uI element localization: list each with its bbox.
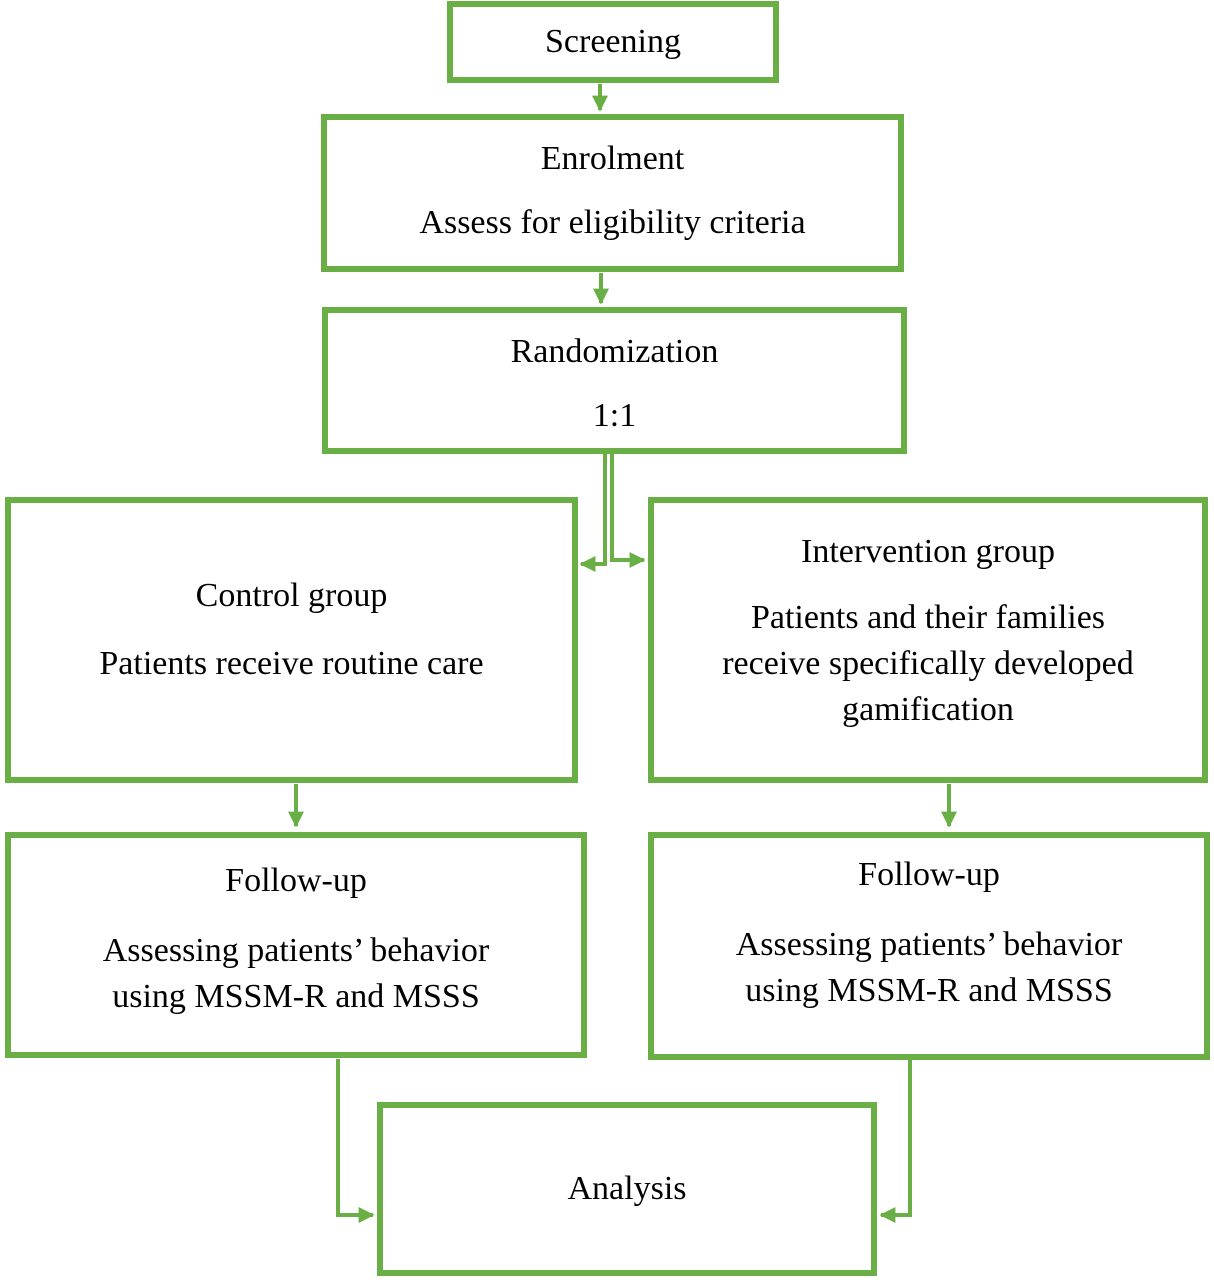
randomization-ratio: 1:1 (592, 397, 637, 434)
control-group-box: Control group Patients receive routine c… (5, 497, 578, 783)
followup-control-title: Follow-up (225, 862, 367, 899)
intervention-detail-line: Patients and their families (750, 599, 1106, 636)
screening-title: Screening (545, 23, 681, 60)
followup-control-detail-line: Assessing patients’ behavior (102, 932, 490, 969)
randomization-box: Randomization 1:1 (322, 307, 907, 454)
followup-intervention-detail-line: using MSSM-R and MSSS (745, 972, 1113, 1009)
intervention-detail-line: receive specifically developed (722, 645, 1134, 682)
followup-control-detail-line: using MSSM-R and MSSS (112, 978, 480, 1015)
arrow-followup-intervention-to-analysis (879, 1054, 975, 1223)
enrolment-detail: Assess for eligibility criteria (419, 204, 806, 241)
control-group-title: Control group (195, 577, 388, 614)
enrolment-title: Enrolment (540, 140, 685, 177)
control-group-detail: Patients receive routine care (99, 645, 484, 682)
enrolment-box: Enrolment Assess for eligibility criteri… (321, 114, 904, 272)
analysis-title: Analysis (567, 1170, 687, 1207)
arrow-randomization-to-control (579, 450, 607, 572)
randomization-title: Randomization (510, 333, 719, 370)
followup-intervention-detail-line: Assessing patients’ behavior (735, 926, 1123, 963)
followup-intervention-title: Follow-up (858, 856, 1000, 893)
analysis-box: Analysis (377, 1102, 877, 1276)
arrow-followup-control-to-analysis (336, 1059, 375, 1223)
intervention-group-box: Intervention group Patients and their fa… (648, 497, 1208, 783)
screening-box: Screening (447, 1, 779, 83)
followup-intervention-box: Follow-up Assessing patients’ behavior u… (648, 832, 1210, 1060)
intervention-group-title: Intervention group (801, 533, 1055, 570)
arrow-randomization-to-intervention (610, 450, 646, 568)
intervention-detail-line: gamification (842, 691, 1014, 728)
followup-control-box: Follow-up Assessing patients’ behavior u… (5, 832, 587, 1058)
